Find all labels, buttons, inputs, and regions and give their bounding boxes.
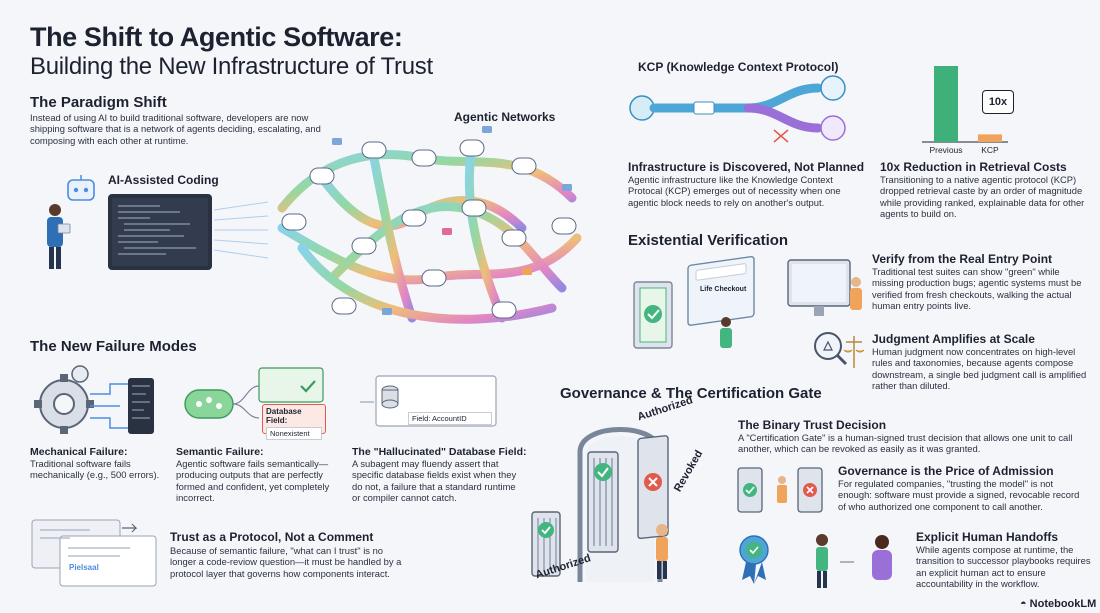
entry-title: Verify from the Real Entry Point	[872, 252, 1053, 266]
bar-label-kcp: KCP	[981, 145, 999, 155]
handoff-badge-icon	[739, 534, 892, 588]
semantic-failure-illustration	[184, 367, 324, 419]
notebooklm-icon: ◓	[1020, 598, 1027, 610]
judgment-body: Human judgment now concentrates on high-…	[872, 346, 1087, 392]
brand-label: NotebookLM	[1029, 598, 1097, 610]
field-accountid: Field: AccountID	[408, 412, 492, 425]
robot-icon	[67, 179, 95, 201]
handoff-body: While agents compose at runtime, the tra…	[916, 544, 1091, 590]
hallucinated-title: The "Hallucinated" Database Field:	[352, 446, 527, 458]
hallucinated-body: A subagent may fluendy assert that speci…	[352, 458, 517, 504]
semantic-body: Agentic software fails semantically—prod…	[176, 458, 330, 504]
ai-assisted-label: AI-Assisted Coding	[108, 173, 219, 187]
trust-documents-illustration	[31, 519, 157, 587]
agentic-networks-label: Agentic Networks	[454, 110, 556, 124]
semantic-title: Semantic Failure:	[176, 446, 264, 458]
verification-heading: Existential Verification	[628, 232, 789, 249]
page-subtitle: Building the New Infrastructure of Trust	[30, 53, 433, 80]
brand: ◓ NotebookLM	[1020, 598, 1096, 610]
price-body: For regulated companies, "trusting the m…	[838, 478, 1080, 512]
ai-assisted-illustration	[47, 175, 269, 270]
agentic-network-graph	[277, 126, 582, 324]
paradigm-body: Instead of using AI to build traditional…	[30, 112, 321, 146]
retrieval-cost-chart: Previous KCP	[922, 66, 1008, 155]
governance-heading: Governance & The Certification Gate	[560, 385, 822, 402]
kcp-pipes-illustration	[629, 75, 846, 143]
db-field-value: Nonexistent	[266, 427, 322, 440]
paradigm-heading: The Paradigm Shift	[30, 94, 167, 111]
binary-body: A "Certification Gate" is a human-signed…	[738, 432, 1073, 455]
mechanical-gear-icon	[34, 365, 154, 434]
trust-title: Trust as a Protocol, Not a Comment	[170, 530, 374, 544]
checkout-screen-text: Life Checkout	[700, 286, 747, 293]
bar-kcp	[978, 134, 1002, 142]
db-field-label: Database Field:	[266, 407, 302, 425]
binary-title: The Binary Trust Decision	[738, 418, 887, 432]
gate-shield-icon	[737, 467, 823, 513]
handoff-title: Explicit Human Handoffs	[916, 530, 1059, 544]
reduction-title: 10x Reduction in Retrieval Costs	[880, 160, 1067, 174]
reduction-body: Transitioning to a native agentic protoc…	[880, 174, 1085, 220]
bar-label-previous: Previous	[929, 145, 962, 155]
db-field-card: Database Field: Nonexistent	[262, 404, 326, 440]
infra-body: Agentic infrastructure like the Knowledg…	[628, 174, 841, 208]
ten-x-badge: 10x	[982, 90, 1014, 114]
infra-title: Infrastructure is Discovered, Not Planne…	[628, 160, 865, 174]
bar-previous	[934, 66, 958, 142]
trust-body: Because of semantic failure, "what can I…	[170, 545, 402, 579]
kcp-label: KCP (Knowledge Context Protocol)	[638, 60, 839, 74]
verification-illustration	[633, 255, 862, 349]
failure-heading: The New Failure Modes	[30, 338, 197, 355]
page-title: The Shift to Agentic Software:	[30, 22, 403, 52]
mechanical-body: Traditional software fails mechanically …	[30, 458, 160, 481]
judgment-title: Judgment Amplifies at Scale	[872, 332, 1035, 346]
certification-gate-illustration	[531, 427, 669, 582]
trust-doc-text: Pielsaal	[69, 563, 99, 572]
price-title: Governance is the Price of Admission	[838, 464, 1054, 478]
entry-body: Traditional test suites can show "green"…	[872, 266, 1082, 312]
magnifier-scale-icon	[814, 332, 865, 368]
mechanical-title: Mechanical Failure:	[30, 446, 128, 458]
